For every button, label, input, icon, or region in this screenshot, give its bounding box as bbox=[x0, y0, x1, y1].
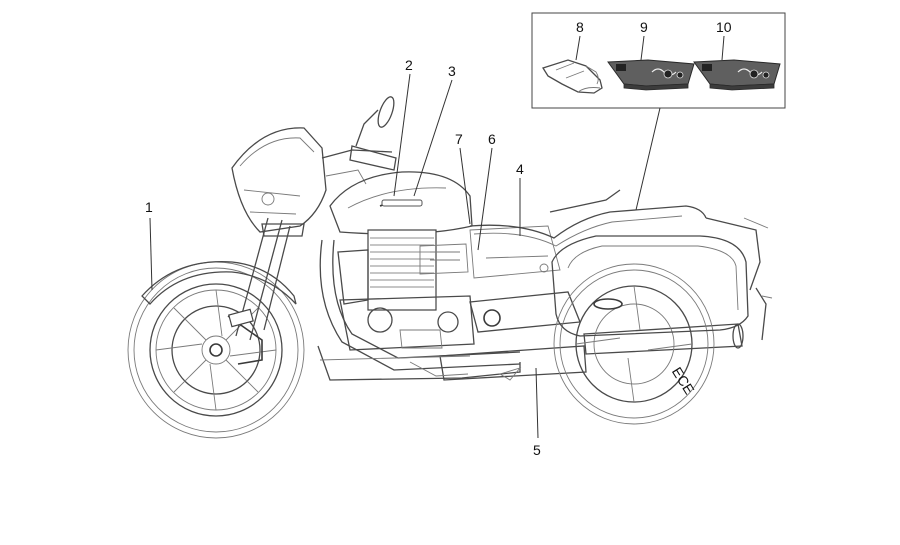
callout-8: 8 bbox=[576, 19, 584, 35]
callout-5: 5 bbox=[533, 442, 541, 458]
callout-2: 2 bbox=[405, 57, 413, 73]
callout-7: 7 bbox=[455, 131, 463, 147]
footrest bbox=[409, 361, 522, 381]
callout-3: 3 bbox=[448, 63, 456, 79]
leader-lines bbox=[149, 73, 661, 439]
frame-swingarm bbox=[317, 225, 581, 381]
front-wheel bbox=[127, 261, 305, 439]
front-fender bbox=[141, 260, 297, 305]
user-manual-part bbox=[607, 59, 695, 91]
handlebar-mirror bbox=[321, 96, 397, 185]
engine-block bbox=[337, 229, 501, 351]
saddlebag bbox=[551, 217, 773, 341]
fuel-tank bbox=[329, 171, 473, 235]
callout-1: 1 bbox=[145, 199, 153, 215]
seat bbox=[469, 189, 707, 247]
callout-4: 4 bbox=[516, 161, 524, 177]
accessory-inset bbox=[531, 12, 786, 109]
callout-6: 6 bbox=[488, 131, 496, 147]
callout-9: 9 bbox=[640, 19, 648, 35]
motorcycle-drawing: ECE bbox=[127, 96, 773, 439]
rear-wheel: ECE bbox=[553, 263, 715, 425]
front-fairing bbox=[231, 127, 327, 237]
front-fork bbox=[228, 217, 291, 341]
exhaust-system bbox=[319, 239, 744, 381]
tire-marking-text: ECE bbox=[669, 364, 698, 397]
warranty-booklet-part bbox=[693, 59, 781, 91]
callout-labels: 1 2 3 4 5 6 7 8 9 10 bbox=[145, 19, 732, 458]
document-pouch-part bbox=[542, 59, 603, 94]
callout-10: 10 bbox=[716, 19, 732, 35]
